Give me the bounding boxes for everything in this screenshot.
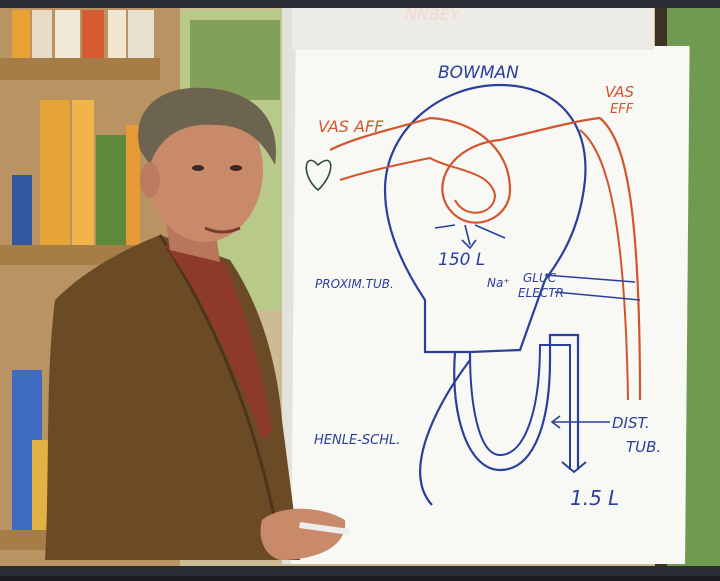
frame-bottom-border [0,566,720,576]
label-proxim-tub: PROXIM.TUB. [315,277,394,291]
label-na: Na⁺ [487,276,510,290]
dist-arrow [550,415,610,429]
label-tub: TUB. [626,438,661,456]
filtration-arrow-down [461,224,477,250]
label-vas: VAS [605,83,635,101]
shirt [165,245,272,440]
label-eff: EFF [610,102,634,117]
label-15l: 1.5 L [570,486,619,510]
face [147,98,263,242]
vas-afferens [329,116,601,224]
eye-right [230,165,242,171]
label-henle: HENLE-SCHL. [314,433,400,448]
label-electr: ELECTR [518,286,564,300]
label-dist: DIST. [612,414,650,432]
label-gluc: GLUC [523,271,557,285]
mouth [204,226,241,234]
filtration-arrow-left [434,224,456,229]
electr-arrow [554,291,641,301]
frame-top-border [0,0,720,8]
henle-loop [453,333,580,472]
faded-top-text: NNBEY [405,5,461,24]
filtration-arrow-right [474,224,506,239]
label-vas-aff: VAS AFF [318,117,384,136]
hair [138,87,276,165]
outflow-arrow [561,461,587,474]
marker [299,522,350,535]
ear [140,162,160,198]
jacket-lapel [158,234,277,521]
flipchart [282,8,690,564]
gluc-arrow [544,274,636,283]
vas-efferens-inner [579,129,629,401]
label-150l: 150 L [438,250,485,270]
trees [190,20,280,100]
heart-icon [305,159,332,192]
label-bowman: BOWMAN [438,63,519,83]
eye-left [192,165,204,171]
hand [260,508,346,560]
vas-efferens [599,117,642,401]
vas-afferens-inner [339,156,497,214]
henle-loop-inner [469,344,571,470]
